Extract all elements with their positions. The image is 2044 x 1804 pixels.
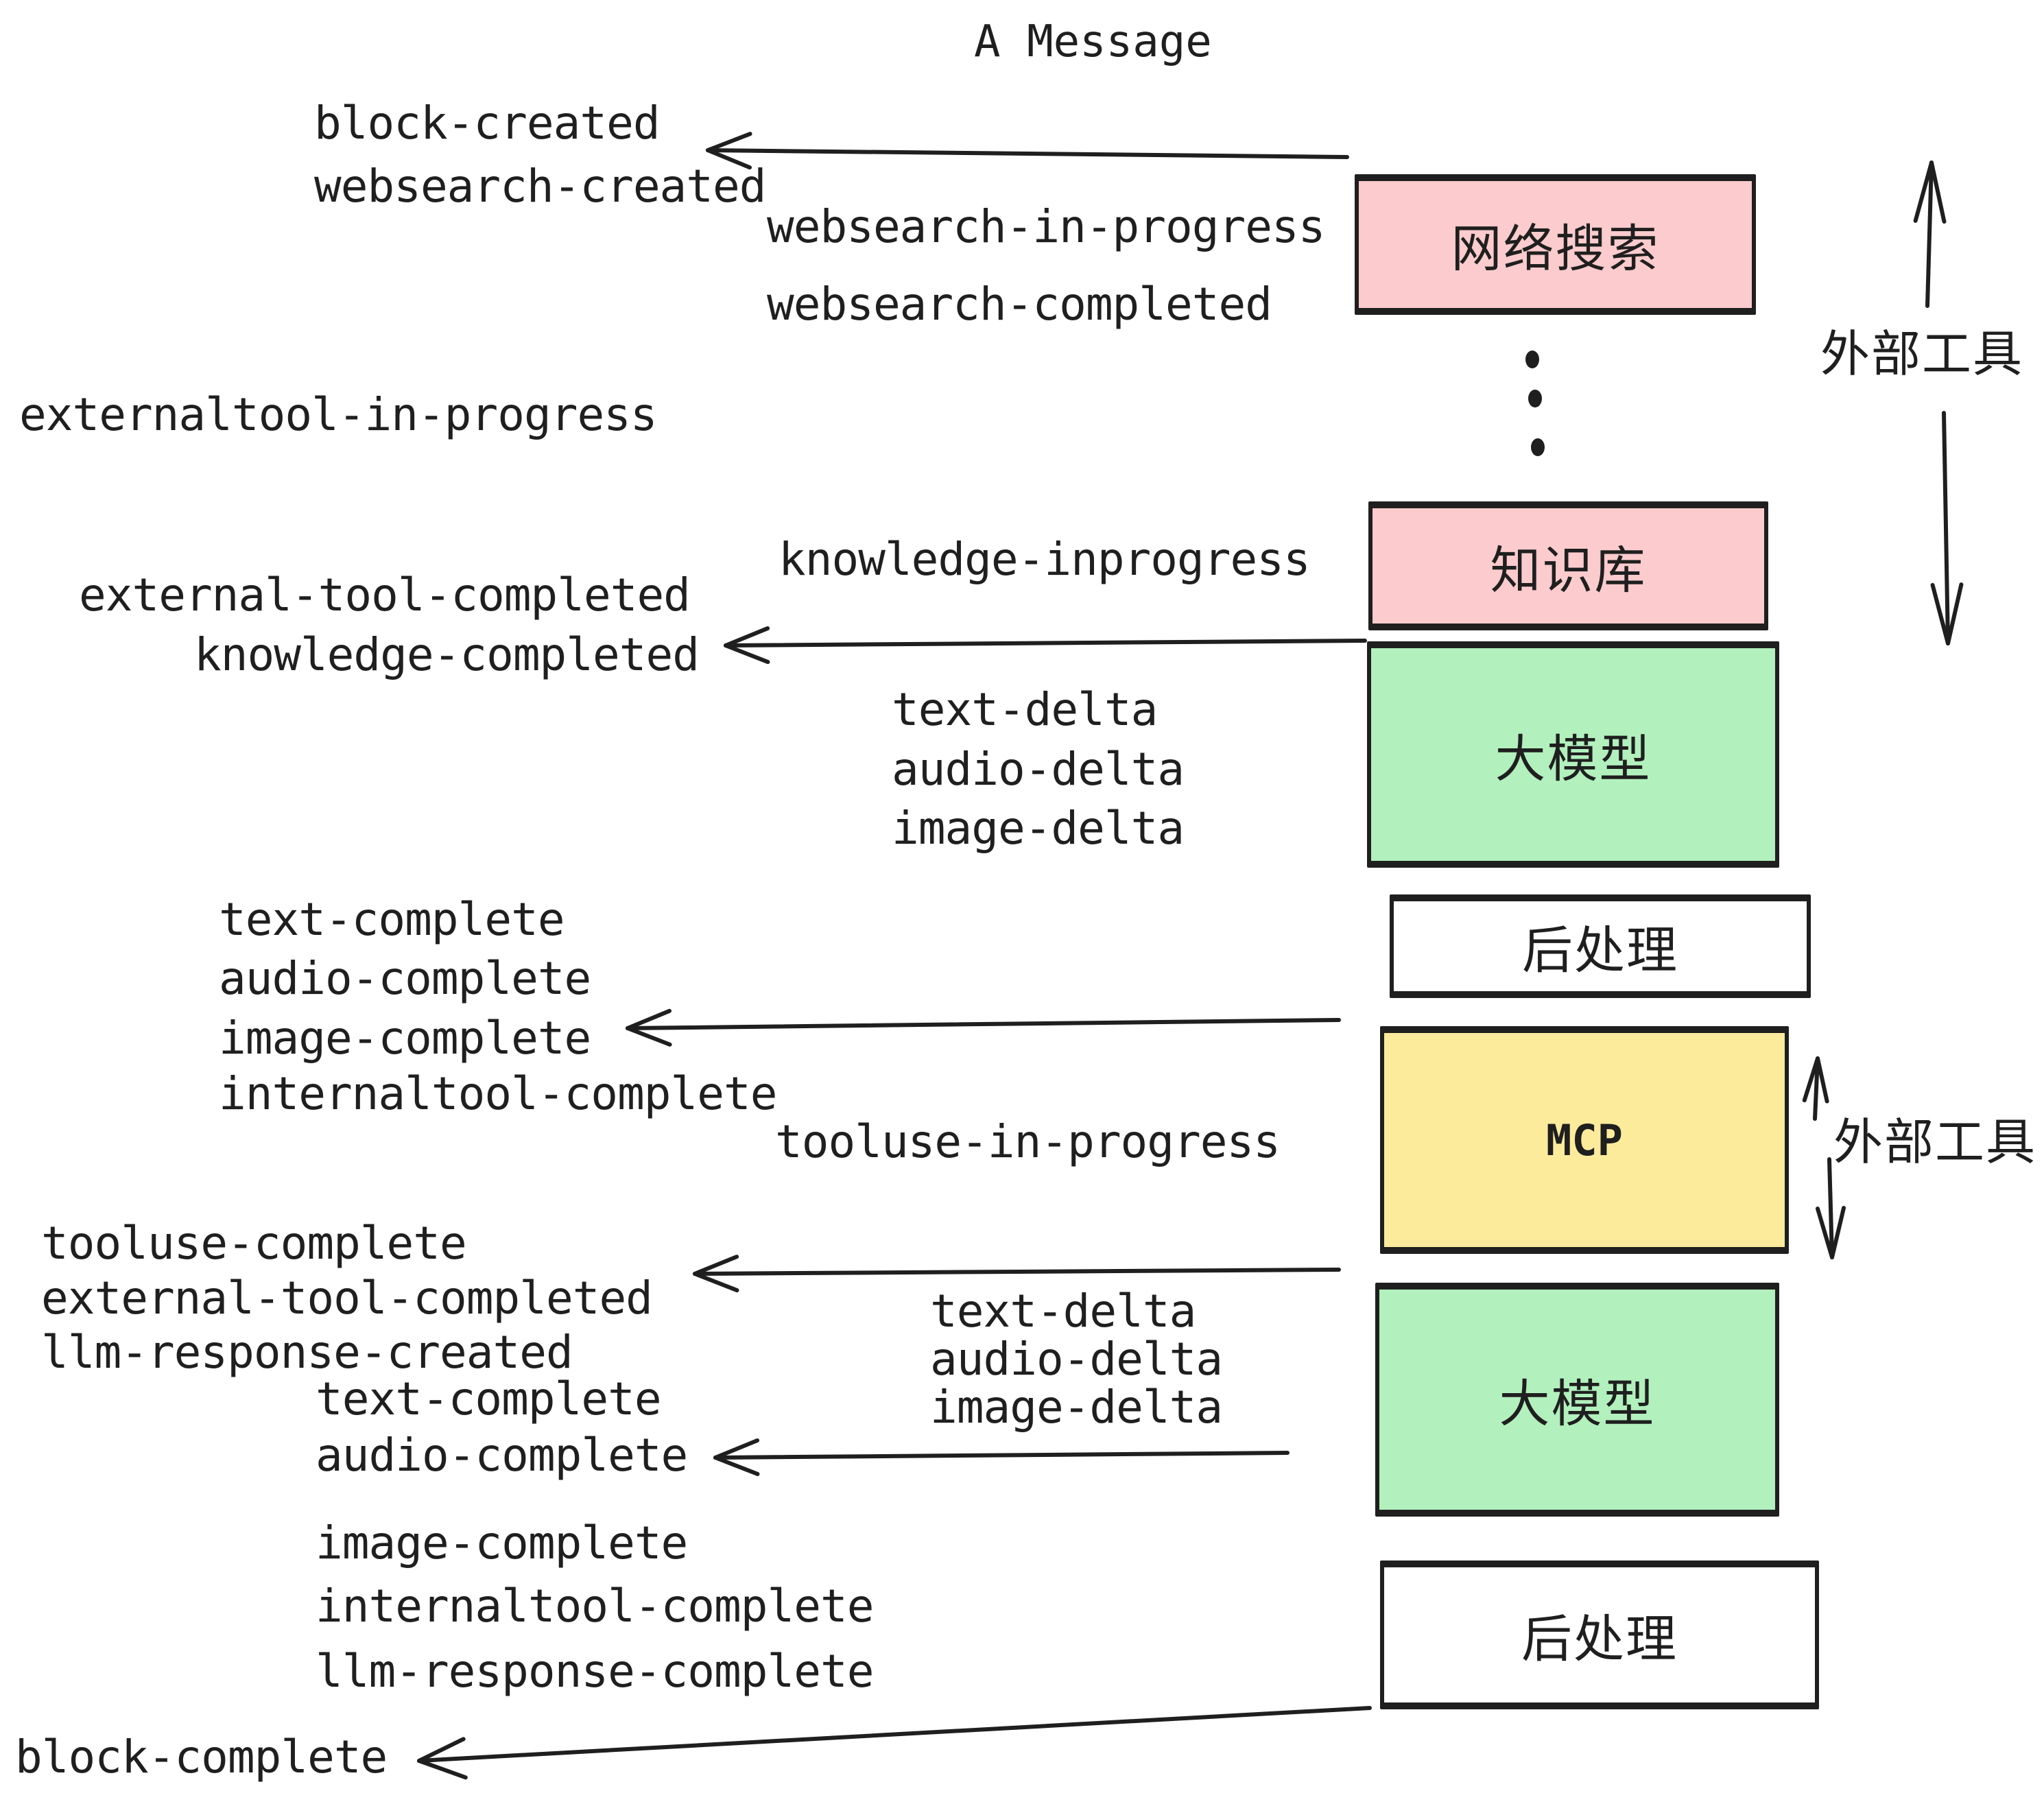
event-label: text-complete xyxy=(316,1373,662,1425)
node-box: 后处理 xyxy=(1380,1560,1819,1709)
event-label: internaltool-complete xyxy=(316,1580,874,1633)
arrow-external-tools-down-2 xyxy=(1815,1157,1846,1259)
event-label: knowledge-inprogress xyxy=(779,533,1311,586)
event-label: llm-response-complete xyxy=(316,1645,874,1698)
event-label: image-delta xyxy=(930,1381,1223,1434)
event-label: audio-complete xyxy=(219,952,591,1005)
event-label: audio-delta xyxy=(892,743,1185,796)
arrow-external-tools-up-1 xyxy=(1913,161,1947,308)
event-label: websearch-completed xyxy=(767,278,1272,331)
arrow-to-block-created xyxy=(706,132,1349,170)
page-title: A Message xyxy=(974,16,1212,67)
node-box-label: 大模型 xyxy=(1495,729,1652,789)
arrow-to-block-complete xyxy=(417,1706,1372,1780)
ellipsis-dot xyxy=(1525,351,1539,368)
event-label: audio-delta xyxy=(930,1333,1223,1386)
arrow-external-tools-down-1 xyxy=(1930,411,1964,645)
ellipsis-dot xyxy=(1531,438,1545,456)
event-label: knowledge-completed xyxy=(194,628,700,681)
arrow-external-tools-up-2 xyxy=(1802,1056,1829,1121)
event-label: tooluse-in-progress xyxy=(775,1115,1281,1168)
event-label: websearch-created xyxy=(314,160,767,213)
event-label: image-delta xyxy=(892,802,1185,855)
node-box: 大模型 xyxy=(1367,641,1779,868)
node-box: 后处理 xyxy=(1390,894,1811,998)
node-box-label: 网络搜索 xyxy=(1451,219,1660,278)
event-label: text-delta xyxy=(930,1285,1196,1338)
event-label: tooluse-complete xyxy=(41,1217,467,1270)
node-box-label: 后处理 xyxy=(1521,1610,1678,1669)
event-label: llm-response-created xyxy=(41,1326,573,1379)
event-label: externaltool-in-progress xyxy=(19,388,658,441)
side-label: 外部工具 xyxy=(1833,1113,2037,1171)
node-box: 知识库 xyxy=(1368,501,1768,630)
node-box: 大模型 xyxy=(1375,1283,1779,1517)
node-box: 网络搜索 xyxy=(1355,174,1756,315)
event-label: text-complete xyxy=(219,893,565,946)
side-label: 外部工具 xyxy=(1820,325,2024,383)
event-label: external-tool-completed xyxy=(41,1272,653,1325)
event-label: block-complete xyxy=(15,1731,388,1783)
arrow-to-knowledge-completed xyxy=(724,626,1367,665)
ellipsis-dot xyxy=(1528,390,1542,407)
event-label: block-created xyxy=(314,97,661,150)
node-box-label: 大模型 xyxy=(1499,1375,1656,1434)
event-label: text-delta xyxy=(892,683,1158,736)
arrow-to-audio-complete xyxy=(713,1438,1290,1476)
node-box-label: 知识库 xyxy=(1490,541,1647,600)
node-box-label: MCP xyxy=(1546,1115,1623,1165)
node-box: MCP xyxy=(1380,1026,1789,1254)
event-label: internaltool-complete xyxy=(219,1067,777,1120)
event-label: websearch-in-progress xyxy=(767,200,1325,253)
event-label: image-complete xyxy=(219,1012,591,1065)
event-label: external-tool-completed xyxy=(79,569,691,621)
node-box-label: 后处理 xyxy=(1522,921,1678,980)
event-label: image-complete xyxy=(316,1517,688,1569)
event-label: audio-complete xyxy=(316,1429,688,1482)
arrow-to-image-complete xyxy=(626,1008,1341,1047)
